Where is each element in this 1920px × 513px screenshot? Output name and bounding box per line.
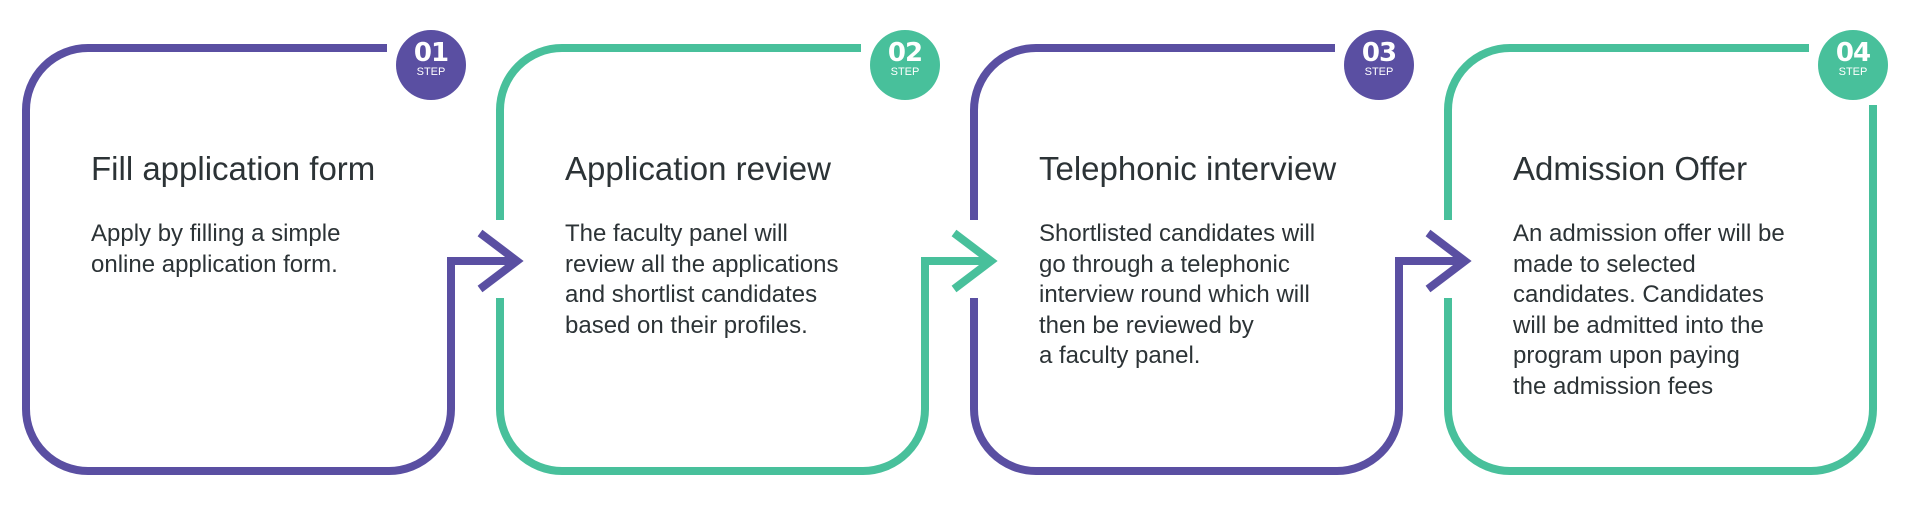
step-description-line: then be reviewed by — [1039, 311, 1254, 339]
step-title: Telephonic interview — [1039, 150, 1337, 187]
step-number-badge: 04 STEP — [1818, 30, 1888, 100]
step-number-badge: 02 STEP — [870, 30, 940, 100]
arrow-right-icon — [951, 229, 998, 293]
step-description-line: and shortlist candidates — [565, 281, 818, 308]
step-number-badge: 01 STEP — [396, 30, 466, 100]
step-box-outline — [970, 44, 1464, 475]
step-description-line: based on their profiles. — [565, 311, 808, 339]
step-number-badge: 03 STEP — [1344, 30, 1414, 100]
step-01: 01 STEP Fill application form Apply by f… — [0, 0, 474, 513]
step-description-line: will be admitted into the — [1513, 311, 1764, 339]
step-description: Shortlisted candidates will go through a … — [1039, 219, 1315, 372]
step-label: STEP — [1838, 66, 1868, 78]
step-description: The faculty panel will review all the app… — [565, 219, 838, 341]
step-box-outline — [496, 44, 990, 475]
arrow-right-icon — [477, 229, 524, 293]
step-description-line: The faculty panel will — [565, 220, 788, 247]
step-description: An admission offer will be made to select… — [1513, 219, 1785, 402]
step-description-line: Apply by filling a simple — [91, 220, 341, 247]
step-description-line: candidates. Candidates — [1513, 281, 1764, 308]
step-number: 02 — [887, 38, 923, 68]
step-label: STEP — [1364, 66, 1394, 78]
step-number: 04 — [1835, 38, 1871, 68]
step-title: Application review — [565, 150, 831, 187]
step-04: 04 STEP Admission Offer An admission off… — [1422, 0, 1896, 513]
step-03: 03 STEP Telephonic interview Shortlisted… — [948, 0, 1422, 513]
step-description: Apply by filling a simple online applicat… — [91, 219, 340, 280]
step-number: 01 — [413, 38, 449, 68]
step-box-outline — [22, 44, 516, 475]
step-title: Fill application form — [91, 150, 376, 187]
step-description-line: online application form. — [91, 250, 338, 278]
step-description-line: go through a telephonic — [1039, 250, 1290, 278]
step-description-line: review all the applications — [565, 250, 839, 278]
step-label: STEP — [416, 66, 446, 78]
step-description-line: made to selected — [1513, 250, 1696, 278]
step-02: 02 STEP Application review The faculty p… — [474, 0, 948, 513]
step-description-line: program upon paying — [1513, 342, 1740, 369]
arrow-right-icon — [1425, 229, 1472, 293]
step-description-line: the admission fees — [1513, 372, 1714, 400]
step-description-line: An admission offer will be — [1513, 220, 1785, 247]
step-title: Admission Offer — [1513, 150, 1748, 187]
step-description-line: interview round which will — [1039, 281, 1310, 308]
step-box-outline — [1444, 44, 1877, 475]
step-description-line: Shortlisted candidates will — [1039, 220, 1316, 247]
step-description-line: a faculty panel. — [1039, 342, 1201, 369]
step-number: 03 — [1361, 38, 1397, 68]
step-label: STEP — [890, 66, 920, 78]
